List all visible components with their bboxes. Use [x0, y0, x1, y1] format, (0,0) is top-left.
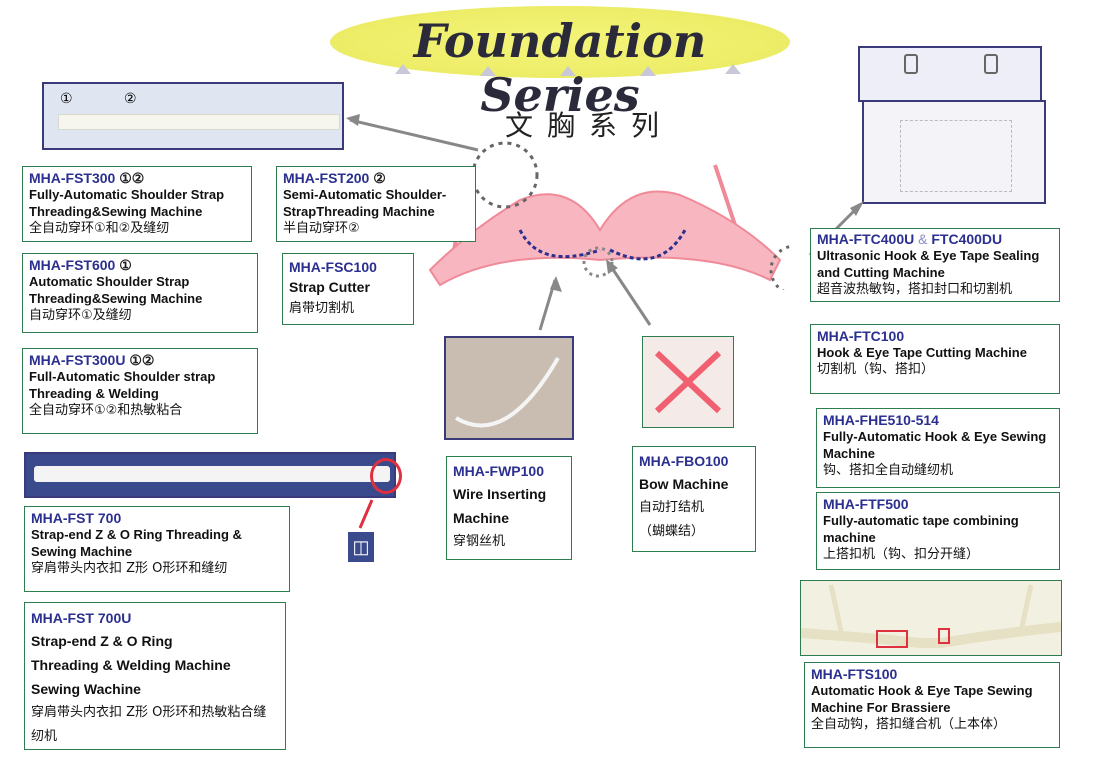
- product-code: MHA-FST 700: [31, 510, 122, 526]
- product-name: Ultrasonic Hook & Eye Tape Sealing and C…: [817, 248, 1040, 280]
- product-name-cn: 全自动穿环①和②及缝纫: [29, 221, 170, 236]
- decor-triangle: [395, 64, 411, 74]
- amp-sign: &: [918, 231, 928, 247]
- product-fst300u: MHA-FST300U ①② Full-Automatic Shoulder s…: [22, 348, 258, 434]
- product-code-2: FTC400DU: [931, 231, 1003, 247]
- product-code: MHA-FST300U: [29, 352, 126, 368]
- product-name: Fully-Automatic Hook & Eye Sewing Machin…: [823, 429, 1047, 461]
- product-fst700: MHA-FST 700 Strap-end Z & O Ring Threadi…: [24, 506, 290, 592]
- product-name: Full-Automatic Shoulder strap Threading …: [29, 369, 216, 401]
- product-code: MHA-FST300: [29, 170, 116, 186]
- product-name-line-1: Wire Inserting: [453, 486, 547, 502]
- decor-triangle: [480, 66, 496, 76]
- product-markers: ②: [373, 170, 386, 186]
- product-code: MHA-FSC100: [289, 259, 377, 275]
- hook-icon: [904, 54, 918, 74]
- product-fst300: MHA-FST300 ①② Fully-Automatic Shoulder S…: [22, 166, 252, 242]
- product-name-cn-1: 自动打结机: [639, 500, 705, 515]
- product-name-cn: 全自动穿环①②和热敏粘合: [29, 403, 183, 418]
- highlight-circle: [370, 458, 402, 494]
- product-name-cn: 穿钢丝机: [453, 534, 506, 549]
- strap-band: [58, 114, 340, 130]
- page-title: Foundation Series: [413, 14, 707, 122]
- product-name-cn: 自动穿环①及缝纫: [29, 308, 132, 323]
- product-name: Fully-Automatic Shoulder Strap Threading…: [29, 187, 225, 219]
- product-name: Strap-end Z & O Ring Threading & Sewing …: [31, 527, 242, 559]
- hook-icon: [984, 54, 998, 74]
- product-ftf500: MHA-FTF500 Fully-automatic tape combinin…: [816, 492, 1060, 570]
- product-fwp100: MHA-FWP100 Wire Inserting Machine 穿钢丝机: [446, 456, 572, 560]
- strap-band: [34, 466, 390, 482]
- product-name: Semi-Automatic Shoulder-StrapThreading M…: [283, 187, 447, 219]
- product-code: MHA-FBO100: [639, 453, 729, 469]
- product-name-line-2: Machine: [453, 510, 510, 526]
- product-name-cn: 钩、搭扣全自动缝纫机: [823, 463, 954, 478]
- product-name: Fully-automatic tape combining machine: [823, 513, 1019, 545]
- decor-triangle: [560, 66, 576, 76]
- product-name: Bow Machine: [639, 476, 729, 492]
- wire-photo: [444, 336, 574, 440]
- product-markers: ①: [119, 257, 132, 273]
- product-code: MHA-FWP100: [453, 463, 545, 479]
- product-name-cn: 穿肩带头内衣扣 Z形 O形环和热敏粘合缝纫机: [31, 705, 267, 744]
- product-name-cn: 穿肩带头内衣扣 Z形 O形环和缝纫: [31, 561, 228, 576]
- product-code: MHA-FTS100: [811, 666, 898, 682]
- product-fbo100: MHA-FBO100 Bow Machine 自动打结机 （蝴蝶结）: [632, 446, 756, 552]
- product-code: MHA-FST 700U: [31, 610, 132, 626]
- product-fts100: MHA-FTS100 Automatic Hook & Eye Tape Sew…: [804, 662, 1060, 748]
- product-code: MHA-FTC400U: [817, 231, 915, 247]
- product-markers: ①②: [119, 170, 145, 186]
- product-name-cn: 全自动钩，搭扣缝合机（上本体）: [811, 717, 1007, 732]
- product-code: MHA-FST200: [283, 170, 370, 186]
- eye-tape-grid: [900, 120, 1012, 192]
- product-fsc100: MHA-FSC100 Strap Cutter 肩带切割机: [282, 253, 414, 325]
- eye-tape-photo: [862, 100, 1046, 204]
- bow-photo: [642, 336, 734, 428]
- hook-photo: [858, 46, 1042, 102]
- product-code: MHA-FST600: [29, 257, 116, 273]
- product-name: Hook & Eye Tape Cutting Machine: [817, 345, 1027, 360]
- decor-triangle: [640, 66, 656, 76]
- product-name-line-1: Strap-end Z & O Ring: [31, 633, 173, 649]
- bra-illustration: [428, 141, 790, 290]
- product-fhe510: MHA-FHE510-514 Fully-Automatic Hook & Ey…: [816, 408, 1060, 488]
- product-name-cn: 切割机（钩、搭扣）: [817, 362, 935, 377]
- strap-photo: ① ②: [42, 82, 344, 150]
- product-code: MHA-FHE510-514: [823, 412, 939, 428]
- product-ftc100: MHA-FTC100 Hook & Eye Tape Cutting Machi…: [810, 324, 1060, 394]
- ring-icon: ◫: [348, 532, 374, 562]
- product-fst600: MHA-FST600 ① Automatic Shoulder Strap Th…: [22, 253, 258, 333]
- bra-back-icon: [800, 584, 1062, 648]
- product-name-cn: 肩带切割机: [289, 301, 355, 316]
- bra-back-photo: [800, 580, 1062, 656]
- product-code: MHA-FTF500: [823, 496, 909, 512]
- product-markers: ①②: [129, 352, 155, 368]
- product-name-cn: 半自动穿环②: [283, 221, 360, 236]
- product-name-line-2: Threading & Welding Machine: [31, 657, 231, 673]
- decor-triangle: [725, 64, 741, 74]
- marker-2: ②: [124, 90, 137, 106]
- product-fst700u: MHA-FST 700U Strap-end Z & O Ring Thread…: [24, 602, 286, 750]
- product-name: Automatic Shoulder Strap Threading&Sewin…: [29, 274, 203, 306]
- product-name: Strap Cutter: [289, 279, 370, 295]
- product-ftc400: MHA-FTC400U & FTC400DU Ultrasonic Hook &…: [810, 228, 1060, 302]
- product-name-cn: 超音波热敏钩，搭扣封口和切割机: [817, 282, 1013, 297]
- product-name-cn: 上搭扣机（钩、扣分开缝）: [823, 547, 980, 562]
- zo-ring-strap-photo: [24, 452, 402, 498]
- product-name-cn-2: （蝴蝶结）: [639, 524, 705, 539]
- product-fst200: MHA-FST200 ② Semi-Automatic Shoulder-Str…: [276, 166, 476, 242]
- bow-icon: [654, 350, 722, 414]
- product-name-line-3: Sewing Wachine: [31, 681, 141, 697]
- marker-1: ①: [60, 90, 73, 106]
- wire-icon: [454, 356, 560, 428]
- product-name: Automatic Hook & Eye Tape Sewing Machine…: [811, 683, 1033, 715]
- product-code: MHA-FTC100: [817, 328, 905, 344]
- page-subtitle: 文胸系列: [505, 109, 674, 142]
